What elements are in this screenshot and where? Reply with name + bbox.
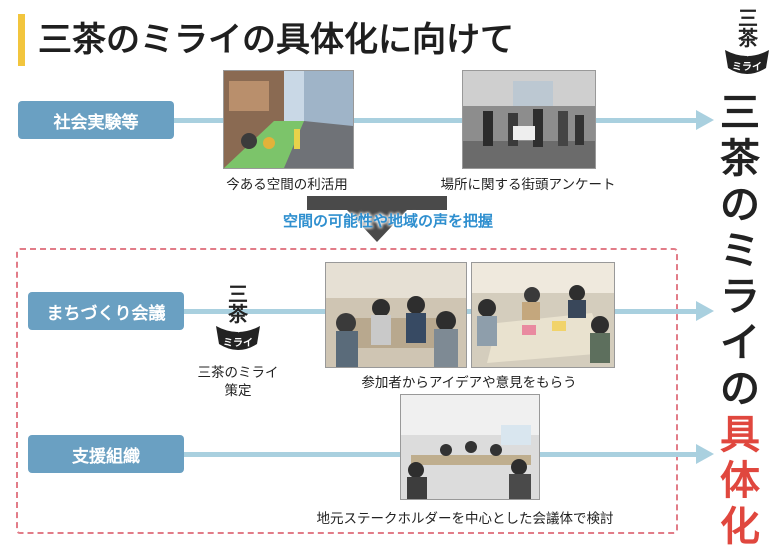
- row2-arrowhead: [696, 301, 714, 321]
- row1-arrowhead: [696, 110, 714, 130]
- side-char-4: ミ: [720, 228, 760, 274]
- mirai-logo-top: 三茶 の ミライ: [722, 8, 772, 78]
- dashed-group-box: [16, 248, 678, 534]
- side-accent-2: 体: [720, 458, 760, 504]
- logo-kanji: 三茶: [228, 282, 248, 326]
- photo-council: [400, 394, 540, 500]
- page-title: 三茶のミライの具体化に向けて: [38, 20, 514, 60]
- side-char-6: イ: [720, 320, 760, 366]
- center-summary-text: 空間の可能性や地域の声を把握: [282, 212, 493, 230]
- down-arrow: [307, 196, 447, 244]
- logo-kana: ミライ: [223, 338, 253, 349]
- mirai-logo-small: 三茶 の ミライ: [213, 284, 263, 356]
- side-accent-1: 具: [720, 412, 760, 458]
- side-title: 三 茶 の ミ ラ イ の 具 体 化: [717, 90, 763, 550]
- side-char-7: の: [720, 366, 760, 412]
- logo-small-kana: の: [234, 325, 242, 334]
- photo-street-survey: [462, 70, 596, 169]
- logo-top-kanji: 三茶: [738, 6, 758, 50]
- caption-council: 地元ステークホルダーを中心とした会議体で検討: [316, 511, 614, 527]
- label-social-experiment: 社会実験等: [18, 101, 174, 139]
- side-accent-3: 化: [720, 504, 760, 550]
- caption-logo-name: 三茶のミライ: [197, 365, 279, 381]
- photo-workshop-1: [325, 262, 467, 368]
- caption-logo-decided: 策定: [224, 383, 252, 399]
- caption-participants: 参加者からアイデアや意見をもらう: [361, 375, 577, 391]
- label-support-org: 支援組織: [28, 435, 184, 473]
- title-accent-bar: [18, 14, 25, 66]
- row3-arrowhead: [696, 444, 714, 464]
- label-town-meeting: まちづくり会議: [28, 292, 184, 330]
- logo-top-badge: [725, 50, 769, 74]
- photo-street-usage: [223, 70, 354, 169]
- caption-street-survey: 場所に関する街頭アンケート: [440, 177, 616, 193]
- side-char-5: ラ: [720, 274, 760, 320]
- side-char-1: 三: [720, 90, 760, 136]
- logo-badge: [216, 326, 260, 350]
- caption-space-usage: 今ある空間の利活用: [226, 177, 348, 193]
- photo-workshop-2: [471, 262, 615, 368]
- side-char-3: の: [720, 182, 760, 228]
- row1-arrow-line: [168, 118, 698, 123]
- logo-top-kana: ミライ: [732, 62, 762, 73]
- logo-top-small-kana: の: [743, 49, 751, 58]
- side-char-2: 茶: [720, 136, 760, 182]
